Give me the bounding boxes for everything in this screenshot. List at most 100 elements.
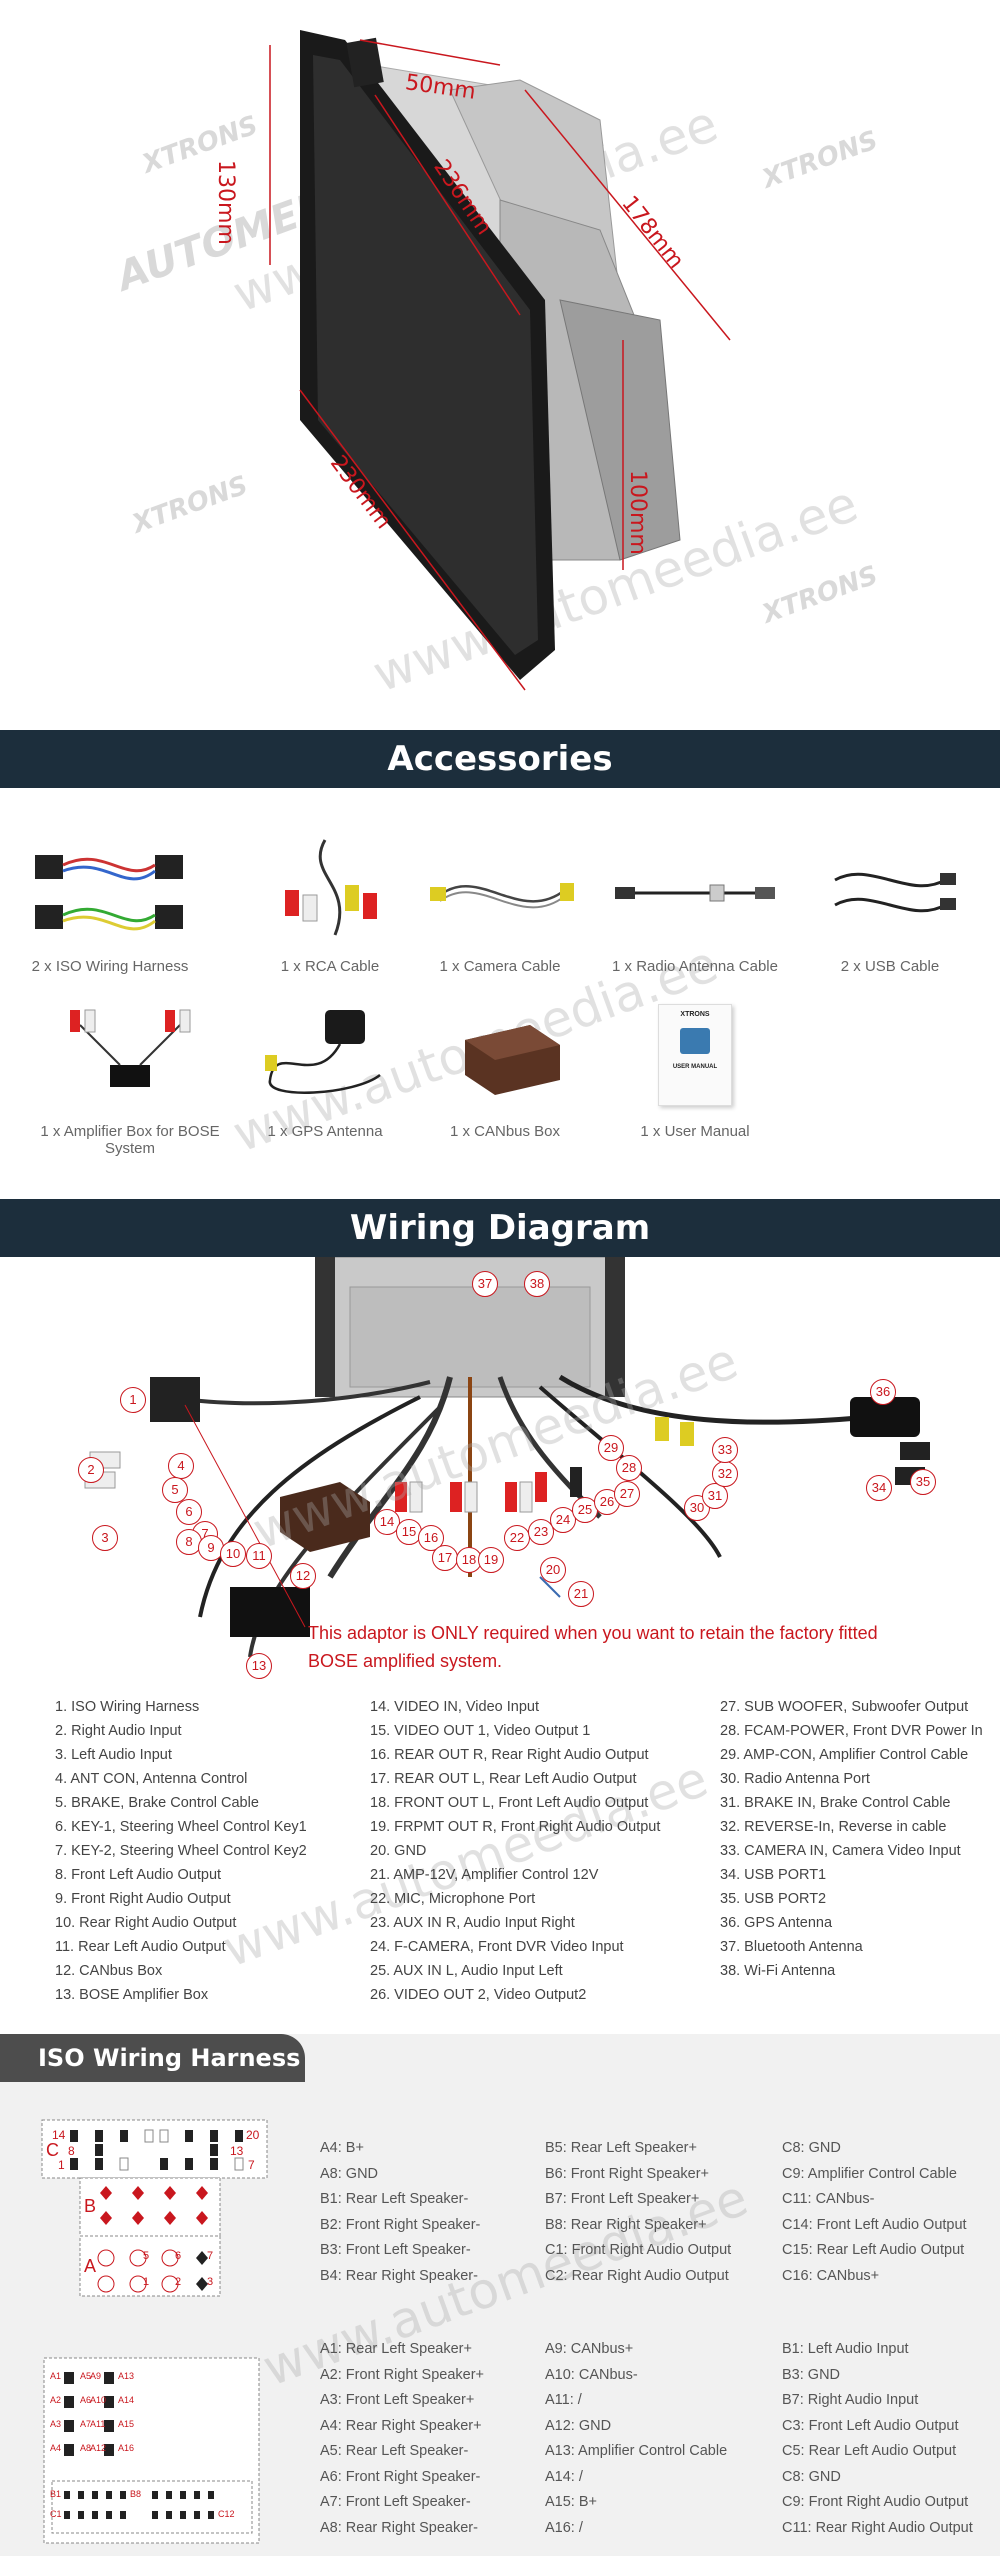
dimension-label: 130mm: [213, 160, 238, 245]
accessory-usb-cable: 2 x USB Cable: [795, 830, 985, 975]
accessory-label: 1 x Amplifier Box for BOSE System: [40, 1123, 220, 1157]
callout-34: 34: [866, 1475, 892, 1501]
accessory-label: 1 x User Manual: [640, 1123, 750, 1140]
legend-item: 21. AMP-12V, Amplifier Control 12V: [370, 1867, 599, 1883]
pin-item: C1: Front Right Audio Output: [545, 2242, 732, 2258]
legend-item: 37. Bluetooth Antenna: [720, 1939, 863, 1955]
callout-29: 29: [598, 1435, 624, 1461]
callout-35: 35: [910, 1469, 936, 1495]
legend-item: 20. GND: [370, 1843, 427, 1859]
pin-label: 14: [52, 2128, 66, 2142]
legend-column-1: 1. ISO Wiring Harness 2. Right Audio Inp…: [55, 1695, 307, 2007]
wiring-legend: www.automeedia.ee 1. ISO Wiring Harness …: [0, 1695, 1000, 2015]
legend-item: 23. AUX IN R, Audio Input Right: [370, 1915, 575, 1931]
iso-block2-col1: A1: Rear Left Speaker+ A2: Front Right S…: [320, 2337, 484, 2541]
product-dimension-section: www.automeedia.ee www.automeedia.ee XTRO…: [0, 0, 1000, 730]
pin-item: A15: B+: [545, 2494, 597, 2510]
pin-item: A8: GND: [320, 2165, 379, 2182]
pin-label: A11: [90, 2419, 106, 2429]
pin-item: C15: Rear Left Audio Output: [782, 2242, 965, 2258]
legend-item: 1. ISO Wiring Harness: [55, 1699, 200, 1715]
pin-item: C9: Front Right Audio Output: [782, 2494, 969, 2510]
manual-brand: XTRONS: [680, 1011, 710, 1018]
legend-item: 38. Wi-Fi Antenna: [720, 1963, 836, 1979]
callout-27: 27: [614, 1481, 640, 1507]
callout-22: 22: [504, 1525, 530, 1551]
pin-item: B1: Rear Left Speaker-: [320, 2191, 469, 2207]
pin-item: B3: Front Left Speaker-: [320, 2242, 471, 2258]
callout-32: 32: [712, 1461, 738, 1487]
iso-section-title: ISO Wiring Harness: [0, 2034, 305, 2082]
pin-label: 7: [248, 2158, 255, 2172]
callout-28: 28: [616, 1455, 642, 1481]
callout-24: 24: [550, 1507, 576, 1533]
iso-section: ISO Wiring Harness www.automeedia.ee 14 …: [0, 2034, 1000, 2556]
user-manual-icon: XTRONS USER MANUAL: [658, 1004, 732, 1106]
pin-item: A8: Rear Right Speaker-: [320, 2519, 478, 2536]
legend-item: 5. BRAKE, Brake Control Cable: [55, 1795, 259, 1811]
pin-item: A7: Front Left Speaker-: [320, 2494, 471, 2510]
pin-item: C11: Rear Right Audio Output: [782, 2519, 973, 2536]
legend-item: 29. AMP-CON, Amplifier Control Cable: [720, 1747, 969, 1763]
pin-item: C14: Front Left Audio Output: [782, 2216, 967, 2233]
legend-item: 35. USB PORT2: [720, 1891, 827, 1907]
pin-item: C8: GND: [782, 2468, 841, 2485]
rca-cable-icon: [285, 839, 377, 936]
callout-33: 33: [712, 1437, 738, 1463]
legend-item: 11. Rear Left Audio Output: [55, 1939, 226, 1955]
pin-label: A13: [118, 2371, 135, 2381]
pin-item: A14: /: [545, 2468, 583, 2485]
legend-item: 15. VIDEO OUT 1, Video Output 1: [370, 1723, 591, 1739]
accessory-gps-antenna: 1 x GPS Antenna: [230, 995, 420, 1140]
pin-label: 3: [207, 2276, 214, 2288]
callout-19: 19: [478, 1547, 504, 1573]
callout-4: 4: [168, 1453, 194, 1479]
accessory-amplifier-box: 1 x Amplifier Box for BOSE System: [15, 995, 245, 1157]
callout-16: 16: [418, 1525, 444, 1551]
legend-item: 3. Left Audio Input: [55, 1747, 172, 1763]
callout-17: 17: [432, 1545, 458, 1571]
legend-column-2: 14. VIDEO IN, Video Input 15. VIDEO OUT …: [370, 1695, 660, 2007]
callout-8: 8: [176, 1529, 202, 1555]
legend-item: 24. F-CAMERA, Front DVR Video Input: [370, 1939, 624, 1955]
connector-a-label: A: [84, 2256, 97, 2276]
accessory-label: 1 x RCA Cable: [280, 958, 380, 975]
callout-11: 11: [246, 1543, 272, 1569]
pin-item: B7: Right Audio Input: [782, 2392, 919, 2408]
pin-item: A3: Front Left Speaker+: [320, 2392, 475, 2408]
wiring-diagram: www.automeedia.ee 1 2 3 4 5 6 7 8 9 10 1…: [0, 1257, 1000, 1679]
callout-12: 12: [290, 1563, 316, 1589]
pin-label: 13: [230, 2144, 244, 2158]
callout-14: 14: [374, 1509, 400, 1535]
pin-item: B5: Rear Left Speaker+: [545, 2140, 697, 2156]
pin-item: A5: Rear Left Speaker-: [320, 2443, 469, 2459]
legend-item: 13. BOSE Amplifier Box: [55, 1987, 209, 2003]
callout-36: 36: [870, 1379, 896, 1405]
connector-b-label: B: [84, 2196, 97, 2216]
pin-item: A10: CANbus-: [545, 2366, 638, 2383]
callout-5: 5: [162, 1477, 188, 1503]
iso-block1-col1: A4: B+ A8: GND B1: Rear Left Speaker- B2…: [320, 2136, 480, 2289]
pin-item: B8: Rear Right Speaker+: [545, 2216, 707, 2233]
accessory-iso-harness: 2 x ISO Wiring Harness: [15, 830, 205, 975]
pin-label: 5: [143, 2250, 150, 2262]
pin-item: A13: Amplifier Control Cable: [545, 2443, 728, 2459]
pin-item: B3: GND: [782, 2366, 841, 2383]
accessories-banner: Accessories: [0, 730, 1000, 788]
pin-label: A1: [50, 2371, 62, 2381]
dimension-label: 100mm: [625, 470, 650, 555]
accessory-label: 1 x CANbus Box: [449, 1123, 561, 1140]
antenna-cable-icon: [615, 884, 775, 902]
legend-item: 6. KEY-1, Steering Wheel Control Key1: [55, 1819, 307, 1835]
pin-label: B1: [50, 2489, 62, 2499]
legend-item: 17. REAR OUT L, Rear Left Audio Output: [370, 1771, 637, 1787]
pin-label: 6: [175, 2250, 182, 2262]
legend-item: 9. Front Right Audio Output: [55, 1891, 231, 1907]
pin-label: 2: [175, 2276, 182, 2288]
pin-label: A7: [80, 2419, 92, 2429]
callout-20: 20: [540, 1557, 566, 1583]
pin-label: A15: [118, 2419, 135, 2429]
pin-item: A4: Rear Right Speaker+: [320, 2417, 482, 2434]
pin-item: C11: CANbus-: [782, 2191, 875, 2207]
accessory-label: 1 x GPS Antenna: [267, 1123, 383, 1140]
